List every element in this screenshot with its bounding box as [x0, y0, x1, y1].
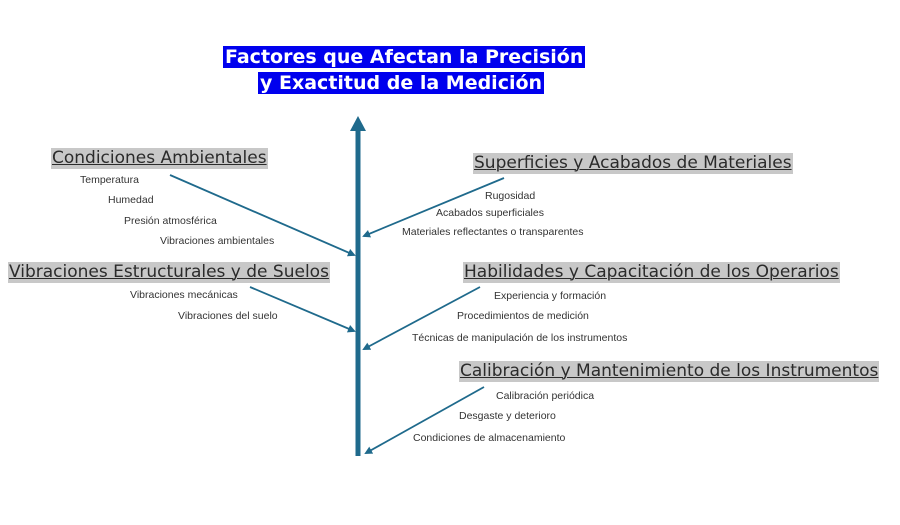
category-label: Condiciones Ambientales — [51, 148, 268, 169]
cause-item: Vibraciones ambientales — [160, 235, 275, 247]
branch-vibraciones-estructurales — [249, 286, 356, 333]
title-line-2: y Exactitud de la Medición — [258, 72, 545, 94]
cause-item: Presión atmosférica — [124, 215, 217, 227]
title-line-1: Factores que Afectan la Precisión — [223, 46, 586, 68]
category-label: Superficies y Acabados de Materiales — [473, 153, 793, 174]
cause-item: Humedad — [108, 194, 154, 206]
cause-item: Experiencia y formación — [494, 290, 607, 302]
branch-condiciones-ambientales — [169, 174, 356, 257]
spine-arrow-icon — [350, 116, 366, 456]
cause-item: Calibración periódica — [496, 390, 595, 402]
branch-superficies — [362, 177, 505, 238]
cause-item: Acabados superficiales — [436, 207, 544, 219]
cause-item: Rugosidad — [485, 190, 536, 202]
cause-item: Vibraciones del suelo — [178, 310, 278, 322]
cause-item: Técnicas de manipulación de los instrume… — [412, 332, 628, 344]
category-label: Habilidades y Capacitación de los Operar… — [463, 262, 840, 283]
cause-item: Vibraciones mecánicas — [130, 289, 238, 301]
branch-habilidades — [362, 286, 481, 350]
category-label: Calibración y Mantenimiento de los Instr… — [459, 361, 880, 382]
branch-calibracion — [364, 386, 485, 454]
cause-item: Procedimientos de medición — [457, 310, 589, 322]
cause-item: Condiciones de almacenamiento — [413, 432, 566, 444]
cause-item: Desgaste y deterioro — [459, 410, 556, 422]
category-label: Vibraciones Estructurales y de Suelos — [8, 262, 330, 283]
cause-item: Materiales reflectantes o transparentes — [402, 226, 584, 238]
cause-item: Temperatura — [80, 174, 139, 186]
